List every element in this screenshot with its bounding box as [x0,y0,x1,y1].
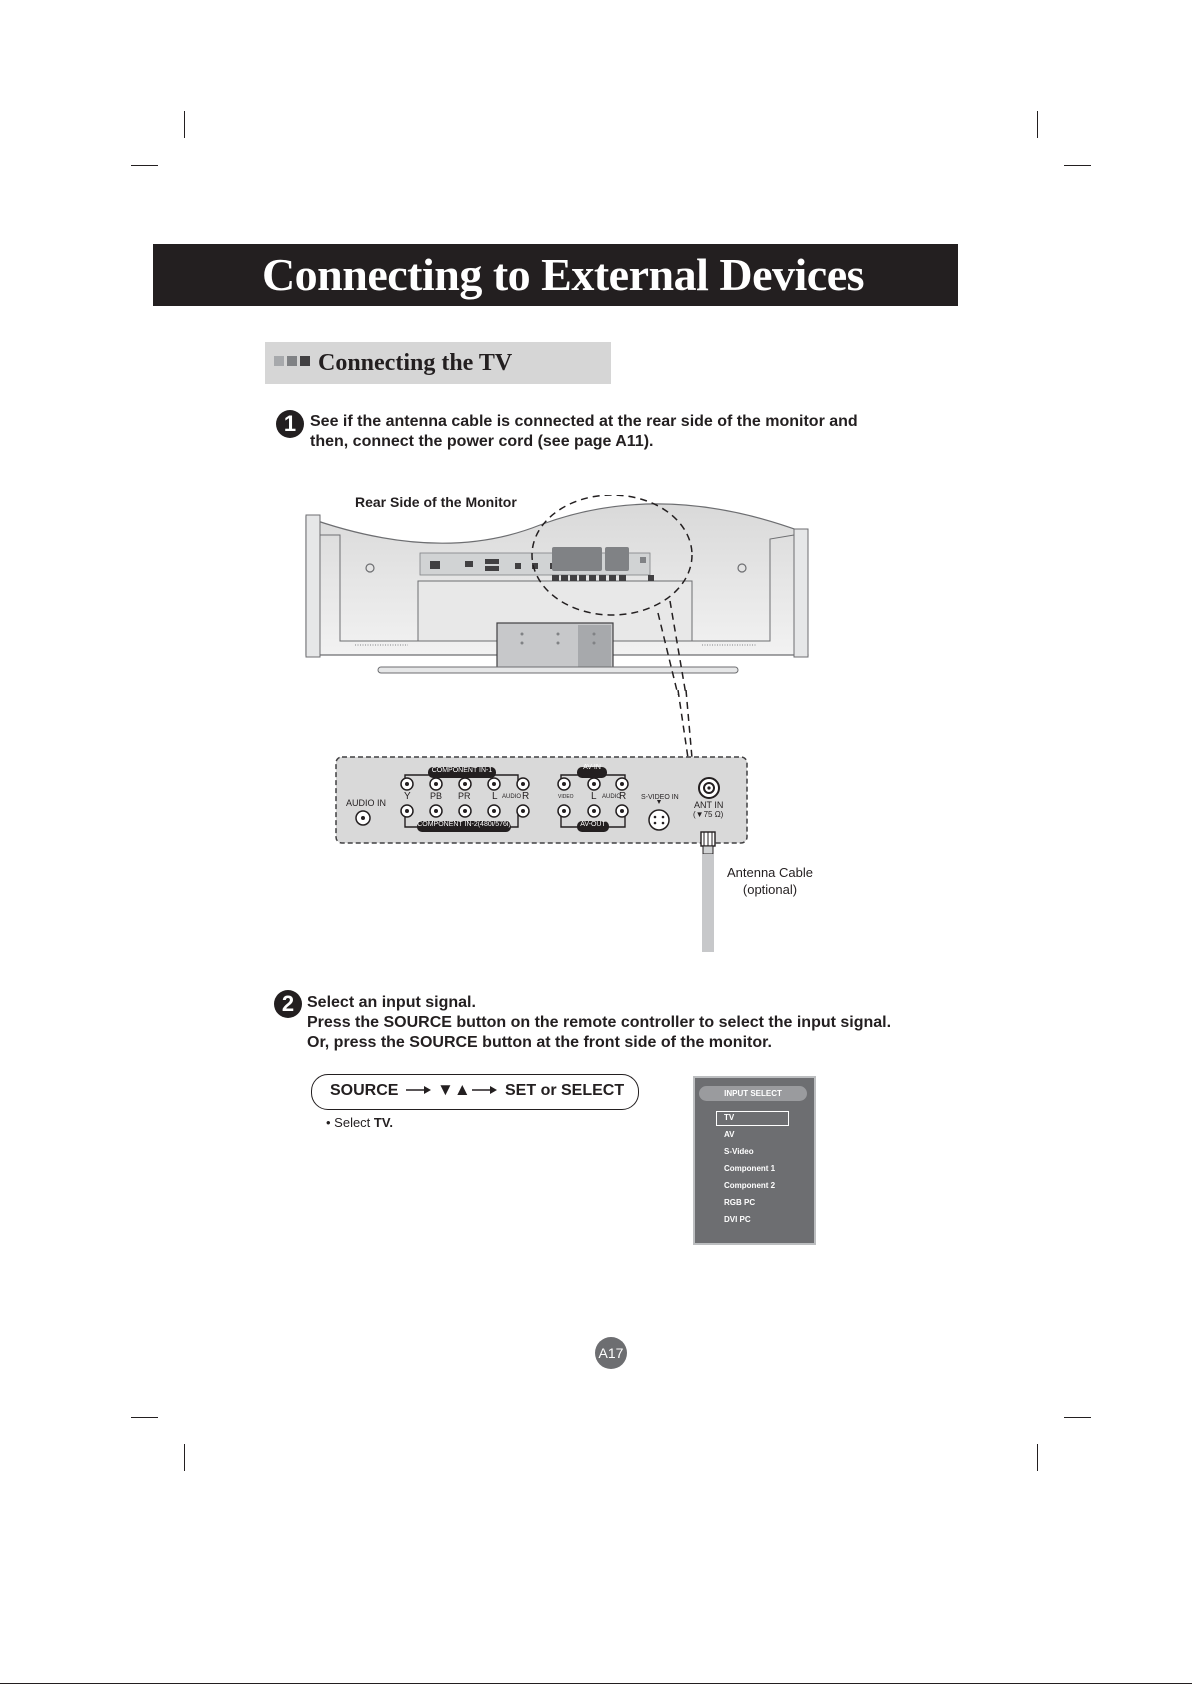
av-audio-label: AUDIO [602,794,622,800]
page-title: Connecting to External Devices [261,249,865,300]
step-2-line-1: Select an input signal. [307,994,476,1011]
av-in-label: AV-IN [583,764,601,771]
l-label: L [492,791,498,802]
step-2-line-3: Or, press the SOURCE button at the front… [307,1034,772,1051]
input-panel-graphic [335,756,748,844]
step-1-line-1: See if the antenna cable is connected at… [310,413,858,430]
component-in-2-label: COMPONENT IN-2(480i/576i) [417,821,511,828]
antenna-cable [700,831,716,952]
crop-mark [1064,165,1091,166]
navigation-arrows-label: ▼▲ [437,1080,471,1099]
r-label: R [522,791,530,802]
section-header [265,342,611,384]
rear-side-label: Rear Side of the Monitor [355,494,517,510]
av-r-label: R [619,791,627,802]
menu-item-tv[interactable]: TV [724,1113,735,1122]
ant-ohm-label: (▼75 Ω) [693,810,724,819]
av-out-label: AV-OUT [580,821,606,828]
arrow-right-icon [472,1086,497,1094]
step-2-line-2: Press the SOURCE button on the remote co… [307,1014,892,1031]
source-button-label: SOURCE [330,1082,399,1099]
square-icon [274,356,284,366]
menu-item-av[interactable]: AV [724,1130,735,1139]
arrow-right-icon [406,1086,431,1094]
title-bar [153,244,958,306]
crop-mark [184,1444,185,1471]
y-label: Y [404,791,411,802]
crop-mark [1037,1444,1038,1471]
menu-item-component-2[interactable]: Component 2 [724,1181,776,1190]
crop-mark [1037,111,1038,138]
ant-in-label: ANT IN [694,800,724,810]
section-title: Connecting the TV [318,350,513,376]
av-l-label: L [591,791,597,802]
audio-label: AUDIO [502,794,522,800]
set-select-label: SET or SELECT [505,1082,625,1099]
menu-item-rgb-pc[interactable]: RGB PC [724,1198,756,1207]
antenna-cable-label: Antenna Cable [726,865,813,880]
crop-mark [131,165,158,166]
bottom-rule [0,1683,1192,1684]
audio-in-label: AUDIO IN [346,798,387,808]
select-note-prefix: • Select [326,1115,371,1130]
crop-mark [131,1417,158,1418]
step-1-number: 1 [276,410,304,438]
input-select-menu [693,1076,816,1245]
square-icon [287,356,297,366]
s-video-in-label: S-VIDEO IN [641,794,679,801]
square-icon [300,356,310,366]
component-in-1-label: COMPONENT IN-1 [431,767,493,774]
pb-label: PB [430,791,443,801]
input-select-header: INPUT SELECT [699,1086,807,1101]
antenna-optional-label: (optional) [742,882,798,897]
step-2-number: 2 [274,990,302,1018]
select-note-value: TV. [373,1115,393,1130]
menu-selection-highlight [716,1111,789,1126]
pr-label: PR [458,791,471,801]
menu-item-s-video[interactable]: S-Video [724,1147,754,1156]
menu-item-dvi-pc[interactable]: DVI PC [724,1215,751,1224]
menu-item-component-1[interactable]: Component 1 [724,1164,776,1173]
callout-lines [677,690,693,759]
page-number: A17 [595,1337,627,1369]
crop-mark [184,111,185,138]
video-label: VIDEO [558,794,574,800]
monitor-rear-illustration [305,495,809,695]
select-note: • Select TV. [326,1115,393,1130]
crop-mark [1064,1417,1091,1418]
step-1-line-2: then, connect the power cord (see page A… [310,433,654,450]
button-sequence [311,1074,639,1110]
